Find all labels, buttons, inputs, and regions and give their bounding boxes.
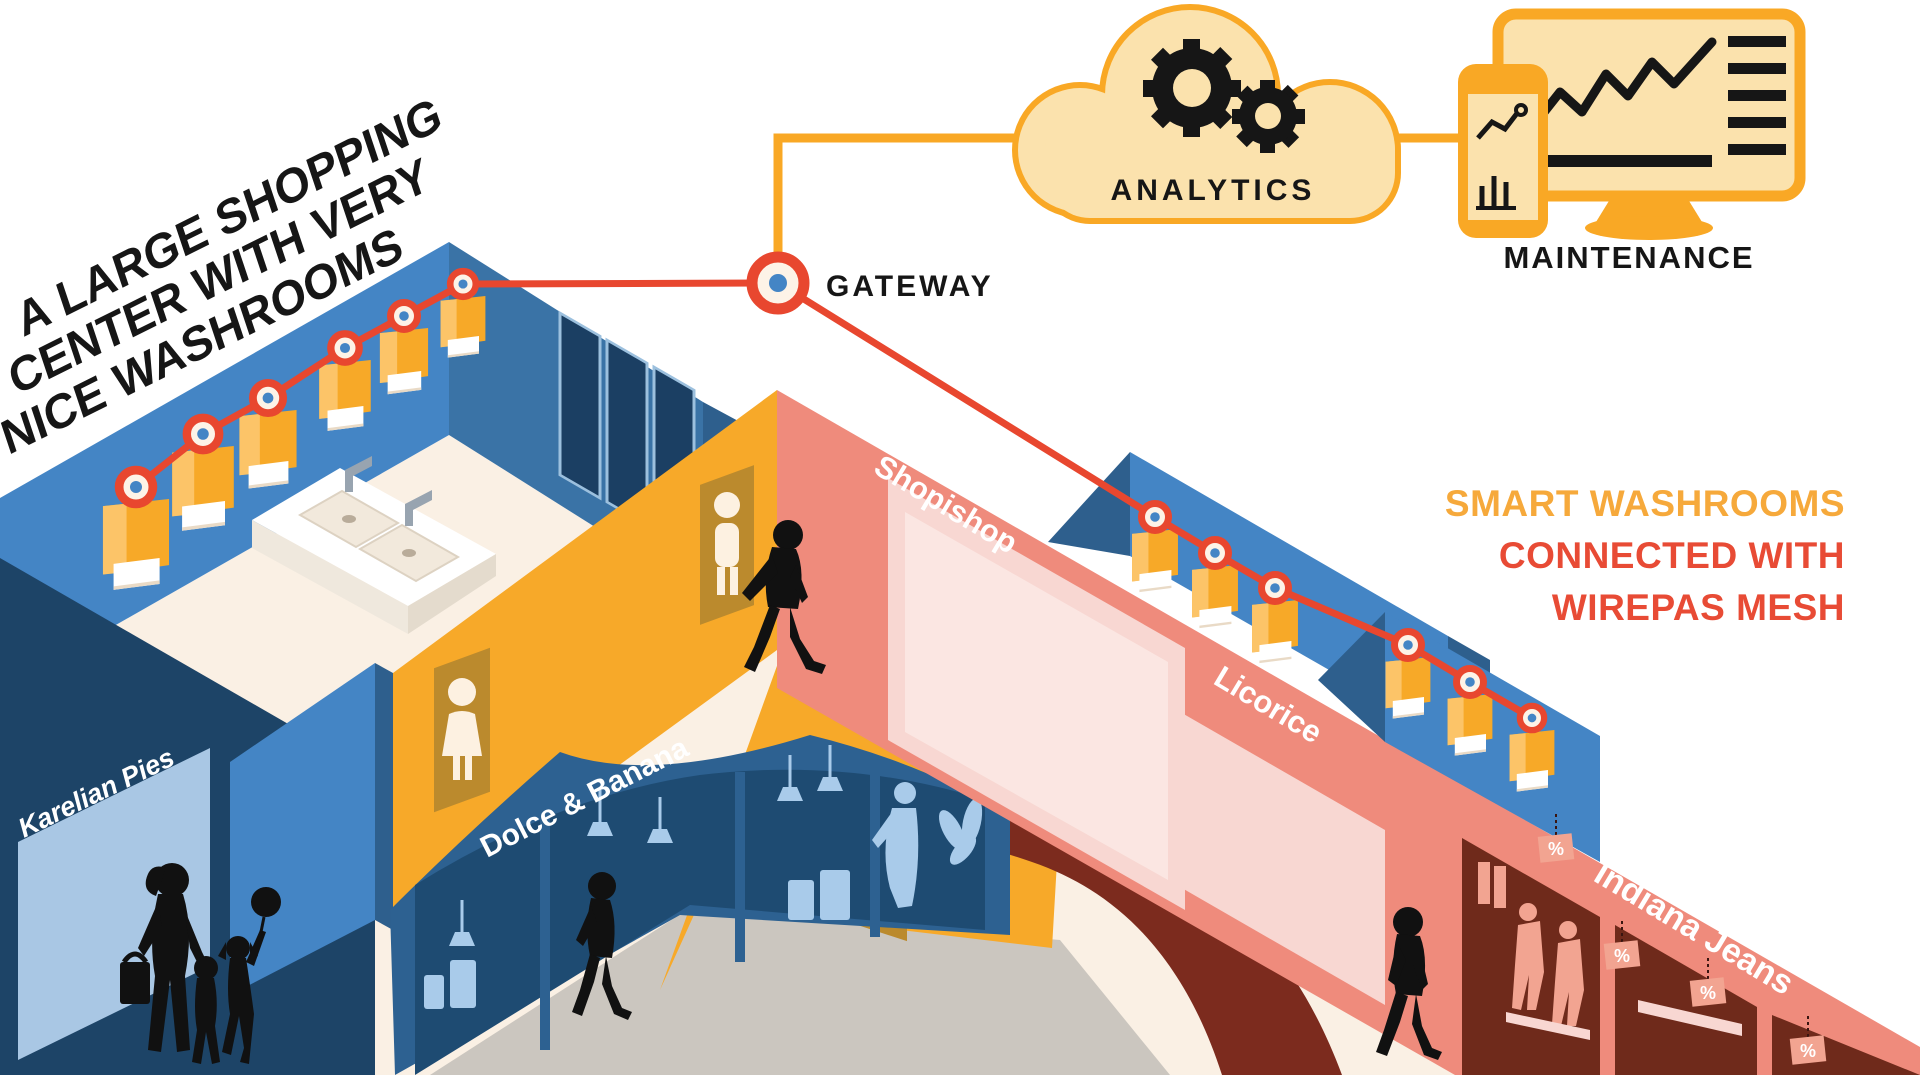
analytics-cloud-icon: ANALYTICS [1012,4,1401,224]
sale-tags: % % % % [1536,813,1828,1066]
faucet-icon [405,490,432,526]
dolce-display [424,743,983,1009]
indiana-display [1478,862,1742,1040]
floor-gray [430,908,1170,1075]
gateway-node-icon [746,251,810,315]
washroom-right-2 [1318,612,1600,862]
tagline-line1: SMART WASHROOMS [1444,483,1845,524]
sale-tag-label: % [1614,946,1630,966]
licorice-storefront-window [1168,705,1385,1005]
sale-tag-label: % [1548,839,1564,859]
shopishop-storefront-inner [905,512,1168,880]
gateway-to-cloud-line [773,133,1060,283]
faucet-icon [345,456,372,492]
analytics-label: ANALYTICS [1111,174,1316,207]
washroom-right-1-side [1048,452,1130,556]
person-silhouette-man-walking [742,520,826,674]
indiana-window-2 [1615,925,1757,1075]
tagline-line2: CONNECTED WITH [1498,535,1845,576]
dolce-window [415,769,985,1075]
person-silhouette-woman-walking [572,872,632,1020]
washroom-right-2-side [1318,612,1385,742]
maintenance-label: MAINTENANCE [1503,240,1754,275]
restroom-door-man [700,465,754,625]
tagline-line3: WIREPAS MESH [1551,587,1845,628]
maintenance-devices: MAINTENANCE [1458,8,1806,275]
dolce-mullion [735,772,745,962]
people [120,520,1442,1064]
corridor-wall-navy-sliver [375,663,393,930]
person-silhouette-man-walking-2 [1376,907,1442,1060]
sink-counter [252,456,496,634]
phone-chart-icon [1458,64,1548,238]
washroom-right-2-wall [1385,612,1600,862]
yellow-corridor-wall [393,390,777,930]
gear-icon [1143,39,1305,153]
sale-tag-label: % [1800,1041,1816,1061]
sale-tag-label: % [1700,983,1716,1003]
restroom-door-woman [434,647,490,813]
dolce-mullion [540,800,550,1050]
gateway-label: GATEWAY [826,270,994,303]
maroon-planter-band [836,772,1342,1075]
tagline: SMART WASHROOMS CONNECTED WITH WIREPAS M… [1445,478,1845,634]
restroom-man-icon [714,492,740,595]
salmon-mall-wall: Shopishop Licorice [777,390,1920,1075]
restroom-woman-icon [442,678,482,780]
dolce-mullion [870,762,880,937]
person-silhouette-woman-kids [120,863,281,1064]
